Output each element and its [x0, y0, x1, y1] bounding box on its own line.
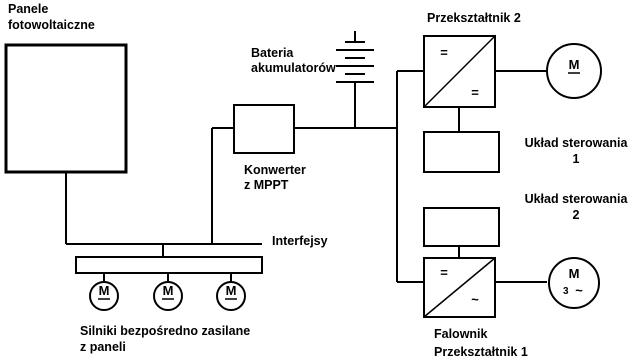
pv-panel: [4, 43, 128, 174]
dc-symbol-out: =: [471, 85, 479, 100]
control-unit-1-label-line2: 1: [573, 152, 580, 166]
dc-symbol-in: =: [440, 45, 448, 60]
dc-motor: M: [546, 43, 602, 99]
mppt-converter-label-line1: Konwerter: [244, 163, 306, 177]
direct-motor-3: M: [216, 281, 246, 311]
direct-motors-label-line1: Silniki bezpośredno zasilane: [80, 324, 250, 338]
inverter-dcac: = ~: [423, 257, 496, 318]
motor-symbol: M: [569, 57, 580, 72]
pv-panel-label-line2: fotowoltaiczne: [8, 18, 95, 32]
battery-symbol: [336, 41, 374, 83]
control-unit-1-label-line1: Układ sterowania: [525, 136, 629, 150]
interface-label: Interfejsy: [272, 234, 328, 248]
direct-motor-2: M: [153, 281, 183, 311]
converter2-dcdc: = =: [423, 35, 496, 108]
dc-symbol-inverter: =: [440, 265, 448, 280]
pv-panel-label-line1: Panele: [8, 2, 48, 16]
motor-symbol: M: [163, 283, 174, 298]
ac-motor: M 3 ~: [548, 257, 600, 309]
control-unit-2-label-line2: 2: [573, 208, 580, 222]
motor-symbol: M: [99, 283, 110, 298]
ac-wave-symbol: ~: [575, 283, 583, 298]
mppt-converter-label-line2: z MPPT: [244, 178, 289, 192]
battery-label-line2: akumulatorów: [251, 61, 336, 75]
interface-box: [75, 256, 263, 274]
control-unit-2: [423, 207, 500, 247]
inverter-label-line1: Falownik: [434, 327, 488, 341]
control-unit-1: [423, 131, 500, 173]
motor-symbol: M: [569, 266, 580, 281]
battery-label-line1: Bateria: [251, 46, 294, 60]
converter2-title: Przekształtnik 2: [427, 11, 521, 25]
direct-motor-1: M: [89, 281, 119, 311]
motor-symbol: M: [226, 283, 237, 298]
direct-motors-label-line2: z paneli: [80, 340, 126, 354]
mppt-converter-box: [233, 104, 295, 154]
inverter-label-line2: Przekształtnik 1: [434, 345, 528, 359]
motor-phase-label: 3: [563, 286, 569, 297]
ac-symbol-inverter: ~: [471, 292, 479, 307]
control-unit-2-label-line1: Układ sterowania: [525, 192, 629, 206]
